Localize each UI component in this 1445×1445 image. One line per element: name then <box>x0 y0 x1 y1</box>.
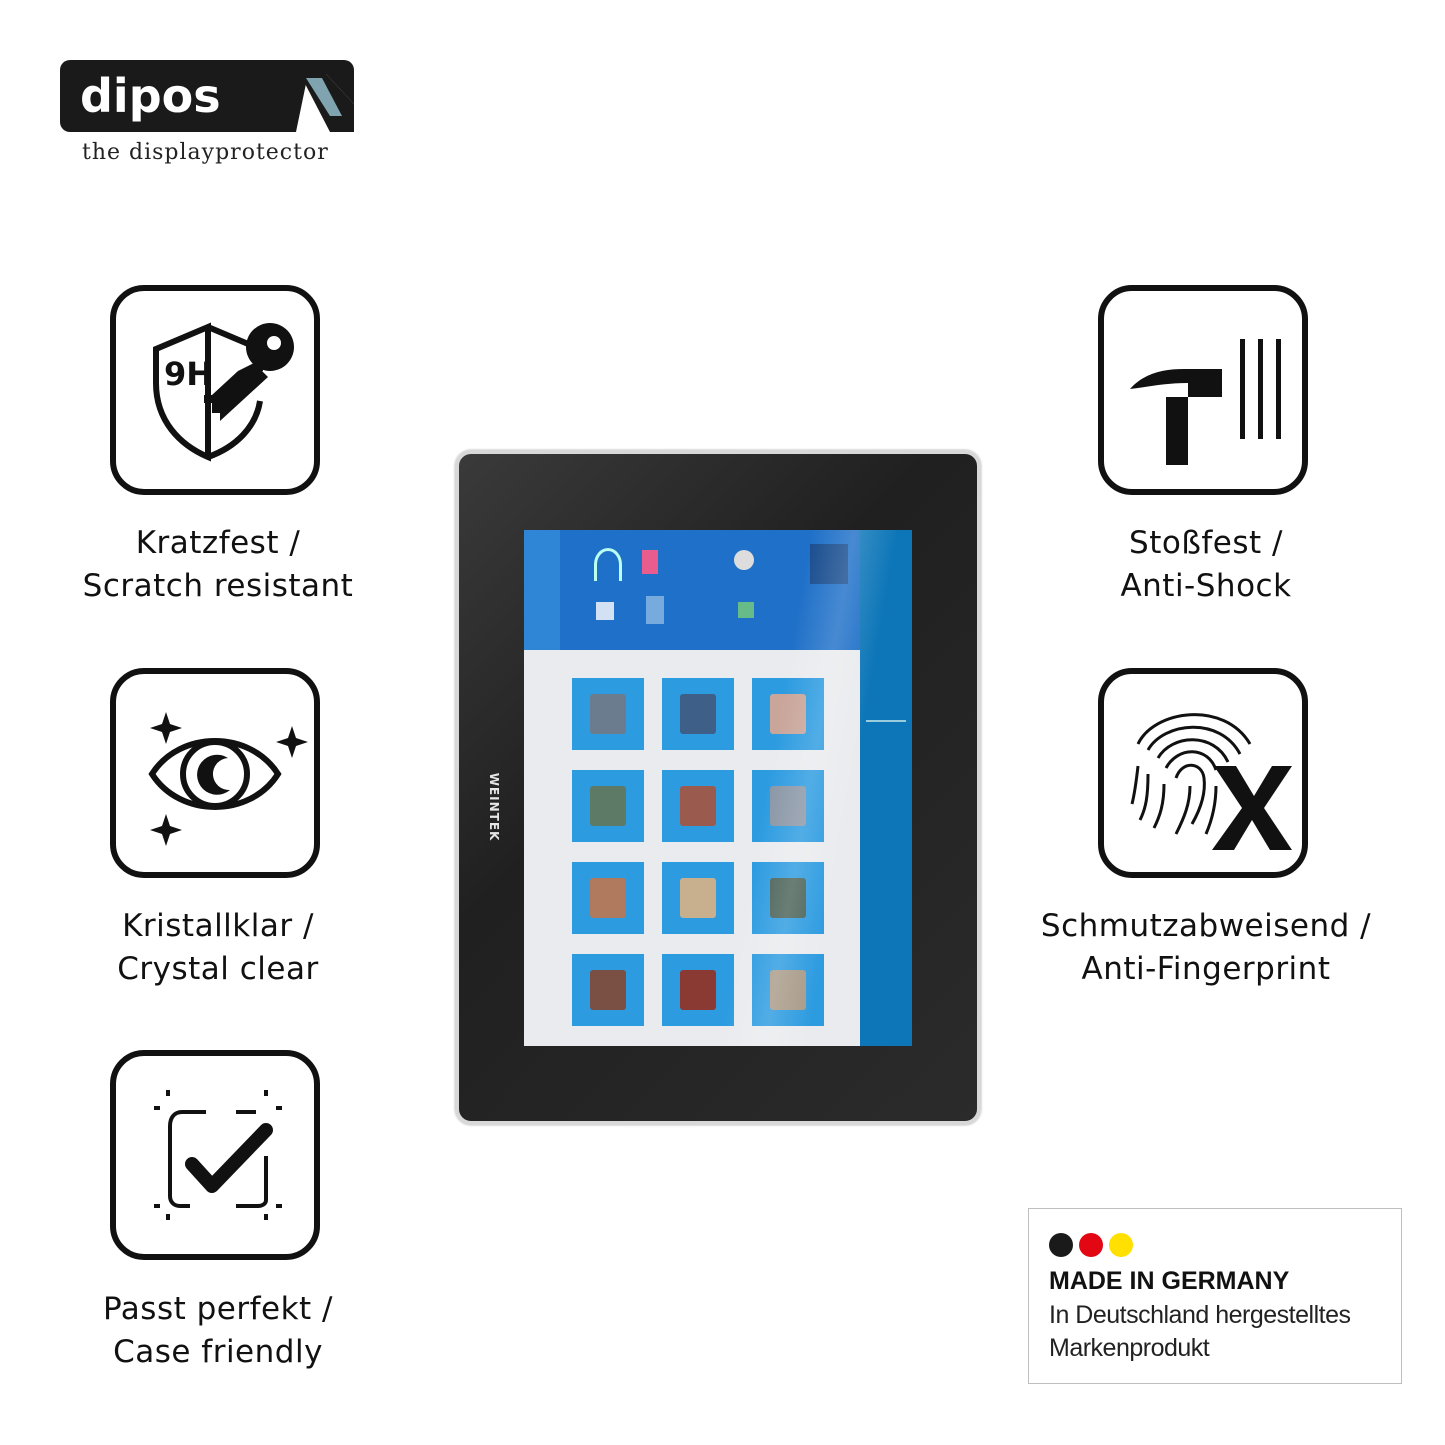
feature-clear-label: Kristallklar / Crystal clear <box>117 908 319 987</box>
screen-side-banner <box>860 530 912 1046</box>
frame-checkmark-icon <box>154 1090 282 1220</box>
fingerprint-x-icon <box>1130 713 1292 850</box>
logo-wordmark: dipos <box>80 69 221 123</box>
feature-scratch-label: Kratzfest / Scratch resistant <box>82 525 354 604</box>
flag-dot-red <box>1079 1233 1103 1257</box>
hammer-icon <box>1130 339 1281 465</box>
dipos-logo: dipos <box>60 60 354 134</box>
feature-scratch-box: 9H <box>110 285 320 495</box>
made-in-germany-title: MADE IN GERMANY <box>1049 1267 1290 1295</box>
feature-fingerprint-label: Schmutzabweisend / Anti-Fingerprint <box>1040 908 1372 987</box>
flag-dot-gold <box>1109 1233 1133 1257</box>
screen-library-panel <box>524 530 860 650</box>
feature-shock-box <box>1098 285 1308 495</box>
device-brand: WEINTEK <box>487 772 501 842</box>
made-in-germany-line2: Markenprodukt <box>1049 1334 1210 1362</box>
shield-key-9h-icon: 9H <box>153 322 294 462</box>
flag-dot-black <box>1049 1233 1073 1257</box>
feature-fingerprint-box <box>1098 668 1308 878</box>
made-in-germany-badge: MADE IN GERMANY In Deutschland hergestel… <box>1028 1208 1402 1384</box>
hardness-badge: 9H <box>164 355 213 393</box>
feature-case-box <box>110 1050 320 1260</box>
made-in-germany-line1: In Deutschland hergestelltes <box>1049 1301 1351 1329</box>
feature-clear-box <box>110 668 320 878</box>
sparkling-eye-icon <box>148 712 308 846</box>
logo-tagline: the displayprotector <box>82 140 329 165</box>
feature-case-label: Passt perfekt / Case friendly <box>103 1291 333 1370</box>
feature-shock-label: Stoßfest / Anti-Shock <box>1120 525 1292 604</box>
device-screen <box>524 530 912 1046</box>
